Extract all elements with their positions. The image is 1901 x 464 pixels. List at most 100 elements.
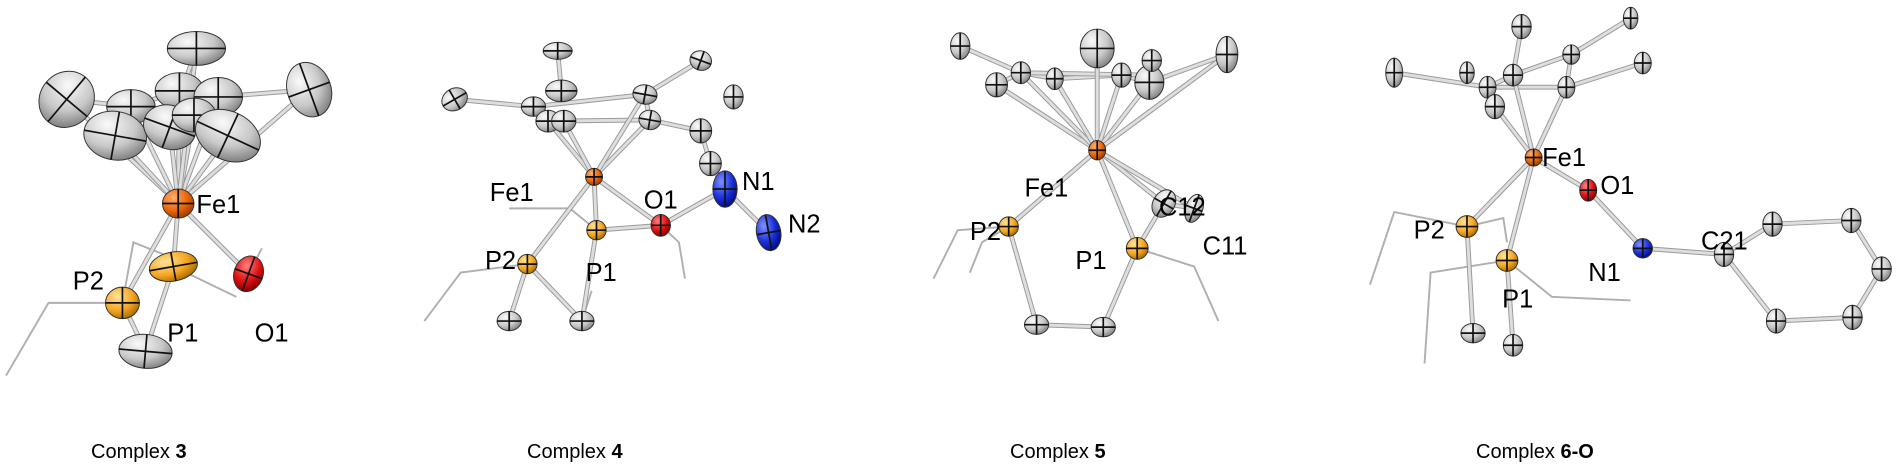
caption-prefix: Complex <box>527 441 612 463</box>
nitrogen-atom <box>755 214 782 252</box>
carbon-atom <box>1765 308 1787 334</box>
carbon-atom <box>1502 333 1524 357</box>
wire-bond <box>1423 259 1508 364</box>
wire-bond <box>1506 259 1631 302</box>
atom-label-c21: C21 <box>1701 228 1748 256</box>
carbon-atom <box>985 72 1008 98</box>
carbon-atom <box>1459 61 1475 85</box>
iron-atom <box>585 167 604 186</box>
phosphorus-atom <box>104 286 140 320</box>
atom-label-p2: P2 <box>73 268 104 296</box>
carbon-atom <box>1502 63 1524 87</box>
panel-complex-5: Fe1 P2 P1 C12 C11 <box>970 174 1248 275</box>
phosphorus-atom <box>998 216 1019 237</box>
carbon-atom <box>1460 322 1486 344</box>
wire-bond <box>1369 210 1468 286</box>
atom-label-c11: C11 <box>1203 232 1248 260</box>
carbon-atom <box>689 118 713 144</box>
wire-bond <box>5 301 123 377</box>
atom-label-n1: N1 <box>1588 259 1621 287</box>
phosphorus-atom <box>1125 236 1149 260</box>
caption-complex-5: Complex 5 <box>1010 440 1106 464</box>
carbon-atom <box>1023 314 1050 335</box>
caption-id: 5 <box>1094 441 1106 463</box>
carbon-atom <box>542 41 573 60</box>
carbon-atom <box>1215 35 1239 74</box>
atom-label-fe1: Fe1 <box>490 179 534 207</box>
iron-atom <box>1088 140 1107 161</box>
carbon-atom <box>1841 207 1862 234</box>
carbon-atom <box>1090 316 1116 338</box>
caption-id: 4 <box>611 441 623 463</box>
iron-atom <box>161 188 195 219</box>
oxygen-atom <box>233 255 265 293</box>
nitrogen-atom <box>712 170 738 208</box>
carbon-atom <box>1045 67 1064 91</box>
phosphorus-atom <box>1455 215 1479 238</box>
carbon-atom <box>1557 75 1576 99</box>
carbon-atom <box>1633 51 1652 75</box>
carbon-atom <box>496 310 522 332</box>
carbon-atom <box>723 84 744 110</box>
iron-atom <box>1524 148 1543 167</box>
atom-label-p1: P1 <box>1075 247 1106 275</box>
carbon-atom <box>689 50 713 71</box>
carbon-atom <box>1871 256 1892 282</box>
wire-bond <box>1136 247 1220 322</box>
oxygen-atom <box>650 213 671 237</box>
carbon-atom <box>1184 193 1205 223</box>
atom-label-o1: O1 <box>644 186 678 214</box>
carbon-atom <box>632 84 658 105</box>
carbon-atom <box>551 109 577 133</box>
carbon-atom <box>1385 57 1404 88</box>
carbon-atom <box>569 310 595 332</box>
carbon-atom <box>1713 241 1735 268</box>
nitrogen-atom <box>1632 238 1653 259</box>
phosphorus-atom <box>148 251 198 282</box>
atom-label-p2: P2 <box>970 218 1001 246</box>
carbon-atom <box>638 109 662 131</box>
atom-label-p1: P1 <box>586 259 617 287</box>
atom-label-p2: P2 <box>485 247 516 275</box>
carbon-atom <box>1622 6 1639 30</box>
caption-prefix: Complex <box>1476 441 1561 463</box>
carbon-atom <box>1484 94 1506 120</box>
phosphorus-atom <box>517 253 538 275</box>
caption-complex-4: Complex 4 <box>527 440 623 464</box>
carbon-atom <box>1151 189 1177 218</box>
caption-prefix: Complex <box>91 441 176 463</box>
panel-complex-6-o: Fe1 O1 P2 P1 N1 C21 <box>1414 144 1748 314</box>
carbon-atom <box>1562 44 1581 65</box>
phosphorus-atom <box>586 220 607 241</box>
atom-label-p1: P1 <box>1502 286 1533 314</box>
caption-complex-6-o: Complex 6-O <box>1476 440 1594 464</box>
carbon-atom <box>441 87 468 112</box>
panel-complex-3: Fe1 P2 P1 O1 <box>73 191 289 347</box>
atom-label-n1: N1 <box>742 168 775 196</box>
carbon-atom <box>1478 75 1497 99</box>
caption-id: 3 <box>175 441 187 463</box>
wire-bond <box>968 225 1010 273</box>
carbon-atom <box>1762 211 1783 237</box>
wire-bond <box>932 225 1009 280</box>
caption-id: 6-O <box>1560 441 1594 463</box>
atom-label-n2: N2 <box>788 211 821 239</box>
carbon-atom <box>166 31 226 66</box>
atoms <box>38 6 1892 369</box>
atom-label-fe1: Fe1 <box>196 191 240 219</box>
carbon-atom <box>1842 304 1863 331</box>
carbon-atom <box>545 79 578 103</box>
atom-label-c12: C12 <box>1159 194 1206 222</box>
atom-label-o1: O1 <box>255 320 289 348</box>
caption-prefix: Complex <box>1010 441 1095 463</box>
carbon-atom <box>1511 14 1532 40</box>
wire-bond <box>423 263 528 322</box>
carbon-atom <box>118 333 173 369</box>
carbon-atom <box>38 70 95 128</box>
wire-bond <box>1466 216 1508 243</box>
wire-bond <box>121 240 171 304</box>
carbon-atom <box>520 96 547 117</box>
carbon-atom <box>83 110 147 161</box>
caption-complex-3: Complex 3 <box>91 440 187 464</box>
